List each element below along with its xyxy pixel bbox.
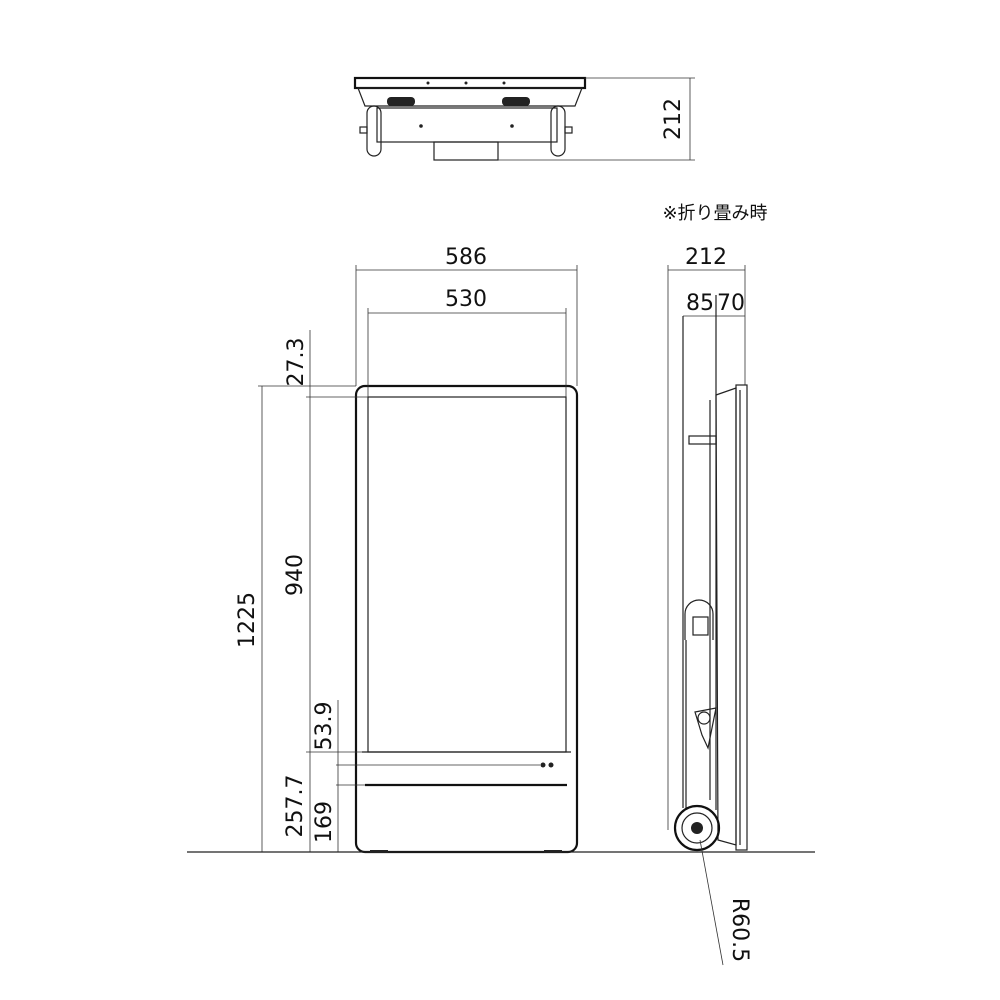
side-depth-b-label: 70 xyxy=(717,291,745,316)
top-view: 212 xyxy=(353,76,695,161)
side-depth-a-label: 85 xyxy=(686,291,714,316)
bottom-bezel-label: 53.9 xyxy=(312,702,337,751)
width-outer-label: 586 xyxy=(445,245,487,270)
side-depth-total-label: 212 xyxy=(685,245,727,270)
front-view: 586 530 27.3 1225 940 53.9 257.7 169 xyxy=(235,245,579,854)
height-screen-label: 940 xyxy=(283,554,308,596)
screen-bottom-height-label: 257.7 xyxy=(283,775,308,838)
base-height-label: 169 xyxy=(312,801,337,843)
top-depth-label: 212 xyxy=(661,98,686,140)
top-bezel-label: 27.3 xyxy=(284,338,309,387)
folded-note: ※折り畳み時 xyxy=(662,203,767,224)
height-total-label: 1225 xyxy=(235,592,260,648)
side-view: 212 85 70 R60.5 xyxy=(667,245,752,966)
wheel xyxy=(673,804,721,852)
width-screen-label: 530 xyxy=(445,287,487,312)
wheel-radius-label: R60.5 xyxy=(727,898,752,962)
